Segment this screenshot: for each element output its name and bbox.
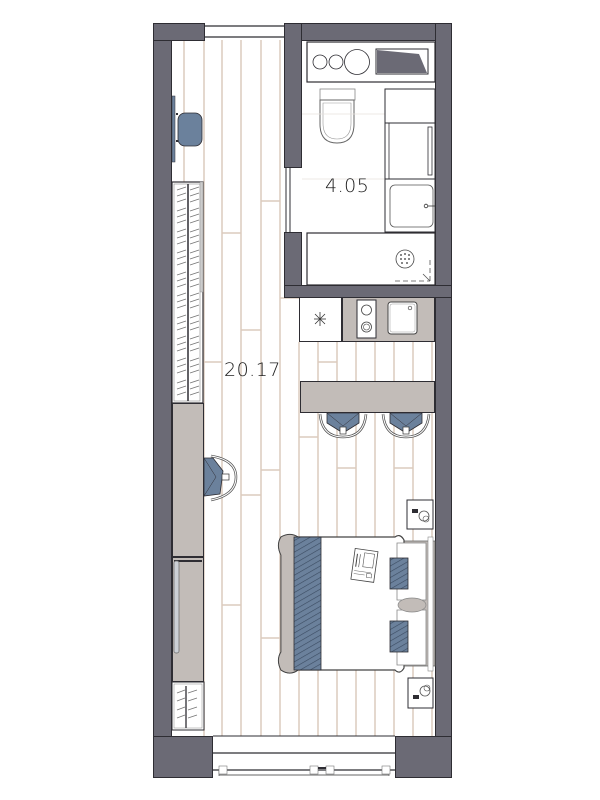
snowflake-icon	[314, 312, 326, 326]
bar-stool-2	[381, 412, 431, 439]
wall-top-left	[153, 23, 205, 41]
bar-counter	[300, 381, 435, 413]
bar-stool-1	[318, 412, 368, 439]
shower-drain-icon	[395, 249, 415, 269]
nightstand-top	[406, 499, 434, 530]
nightstand-bottom	[407, 677, 434, 709]
ottoman	[177, 112, 203, 147]
magazine	[350, 548, 379, 583]
wall-bathroom-upper	[284, 23, 302, 168]
area-label-main-room: 20.17	[224, 359, 281, 381]
neck-roll	[397, 597, 427, 613]
wall-bottom-left	[153, 736, 213, 778]
two-burner-cooktop-icon	[356, 299, 377, 339]
bedside-lamp-icon	[418, 510, 430, 522]
area-label-bathroom: 4.05	[325, 175, 370, 197]
kitchen-sink-icon	[387, 301, 418, 335]
bedside-lamp-icon	[419, 685, 431, 697]
toilet-icon	[319, 88, 356, 144]
wall-bottom-right	[395, 736, 452, 778]
desk	[172, 403, 204, 557]
